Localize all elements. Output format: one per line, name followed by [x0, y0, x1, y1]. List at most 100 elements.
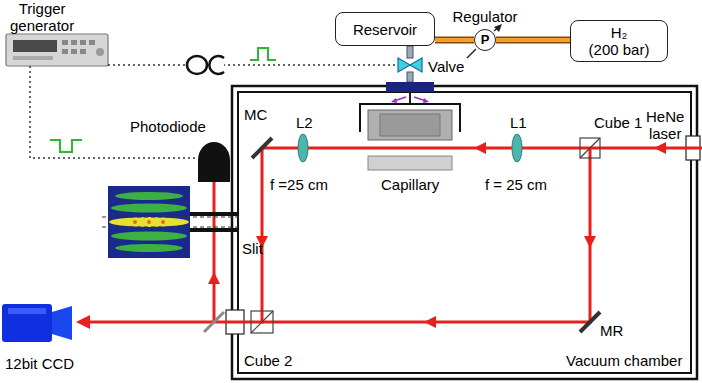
- capillary: [380, 114, 440, 136]
- regulator-gauge: RegulatorP: [474, 29, 496, 51]
- node-text: P: [481, 33, 490, 47]
- trigger-device: [71, 40, 77, 45]
- slit-guide-line: [102, 217, 240, 227]
- lens: [512, 134, 522, 162]
- beam-splitter-cube: [251, 138, 600, 333]
- fringe-image: [109, 217, 189, 227]
- trigger-device: [62, 49, 68, 54]
- part-label: Vacuum chamber: [566, 352, 682, 369]
- ccd-camera: [2, 304, 52, 342]
- gas-pipe: [409, 92, 411, 103]
- gas-flow-arrow: [391, 98, 397, 103]
- part-label: HeNe laser: [646, 108, 684, 142]
- node-text: H₂: [611, 24, 628, 41]
- part-label: Cube 1: [594, 114, 642, 131]
- pipe-fill: [496, 38, 570, 42]
- beam-arrow: [208, 272, 220, 284]
- laser-beam: [262, 148, 590, 322]
- trigger-wire: [30, 66, 198, 158]
- beam-arrow: [424, 316, 436, 328]
- trigger-pulse: [50, 140, 82, 152]
- gas-cylinder-box: H₂(200 bar): [570, 20, 668, 62]
- gas-pipe-connector: [435, 40, 474, 41]
- fringe-image: [161, 220, 165, 224]
- beam-splitter-cube: [251, 311, 273, 333]
- part-label: Capillary: [381, 176, 439, 193]
- beam-arrow: [76, 142, 666, 329]
- laser-beam: [88, 148, 702, 322]
- part-label: MR: [600, 322, 623, 339]
- gas-flow-arrow: [391, 97, 429, 103]
- regulator-arrow: [467, 49, 476, 58]
- fringe-image: [111, 204, 187, 213]
- lens: [298, 134, 522, 162]
- slit: [190, 212, 238, 232]
- reservoir-box: Reservoir: [335, 12, 435, 46]
- trigger-device: [80, 40, 86, 45]
- fringe-image: [111, 232, 187, 241]
- fringe-image: [115, 244, 183, 252]
- fringe-image: [147, 220, 151, 224]
- regulator-label: Regulator: [452, 8, 517, 25]
- pipe-outline: [435, 37, 474, 44]
- chamber-wall: [232, 86, 697, 379]
- capillary: [368, 156, 452, 170]
- laser-beam: [213, 182, 216, 322]
- pipe-fill: [435, 38, 474, 42]
- pickoff-plate: [204, 312, 224, 332]
- part-label: MC: [244, 106, 267, 123]
- beam-arrow: [584, 236, 596, 248]
- valve-symbol: [398, 58, 410, 72]
- part-label: f = 25 cm: [485, 176, 547, 193]
- ccd-camera: [2, 304, 72, 342]
- gas-pipe: [407, 46, 413, 58]
- valve-symbol: [398, 58, 422, 72]
- ccd-camera: [52, 306, 72, 340]
- trigger-device: [89, 40, 95, 45]
- slit-guide-line: [102, 227, 240, 228]
- lens: [298, 134, 308, 162]
- chamber-wall: [232, 86, 697, 379]
- part-label: Valve: [428, 58, 464, 75]
- pickoff-plate: [204, 312, 224, 332]
- capillary: [368, 110, 452, 170]
- trigger-device: [62, 40, 68, 45]
- photodiode: [198, 142, 230, 182]
- regulator-arrow: [494, 24, 502, 32]
- node-text: Reservoir: [353, 21, 417, 38]
- trigger-device: [6, 34, 108, 66]
- part-label: 12bit CCD: [5, 355, 74, 372]
- fringe-image: [108, 186, 190, 258]
- part-label: L1: [510, 114, 527, 131]
- coil-symbol: [187, 56, 207, 74]
- beam-arrow: [76, 315, 90, 329]
- fringe-image: [108, 186, 190, 258]
- slit: [190, 228, 238, 232]
- trigger-pulse: [50, 48, 276, 152]
- fringe-image: [133, 220, 137, 224]
- trigger-device: [6, 34, 108, 66]
- part-label: Trigger generator: [10, 0, 74, 34]
- node-text: (200 bar): [589, 41, 650, 58]
- trigger-wire: [108, 64, 396, 66]
- mirror: [252, 138, 272, 158]
- fringe-image: [115, 192, 183, 200]
- beam-splitter-cube: [580, 138, 600, 158]
- beam-arrow: [474, 142, 486, 154]
- ccd-camera: [8, 308, 46, 314]
- flange: [386, 82, 434, 92]
- chamber-window: [226, 136, 700, 334]
- part-label: Cube 2: [244, 352, 292, 369]
- gas-flow-arrow: [423, 98, 429, 103]
- beam-arrow: [654, 142, 666, 154]
- slit-guide-line: [102, 217, 240, 218]
- coil-symbol: [209, 56, 224, 74]
- pipe-outline: [496, 37, 570, 44]
- part-label: L2: [296, 114, 313, 131]
- trigger-device: [13, 40, 57, 52]
- gas-pipe: [407, 46, 413, 103]
- slit: [190, 212, 238, 216]
- laser-beam: [88, 148, 702, 322]
- mirror: [580, 312, 600, 332]
